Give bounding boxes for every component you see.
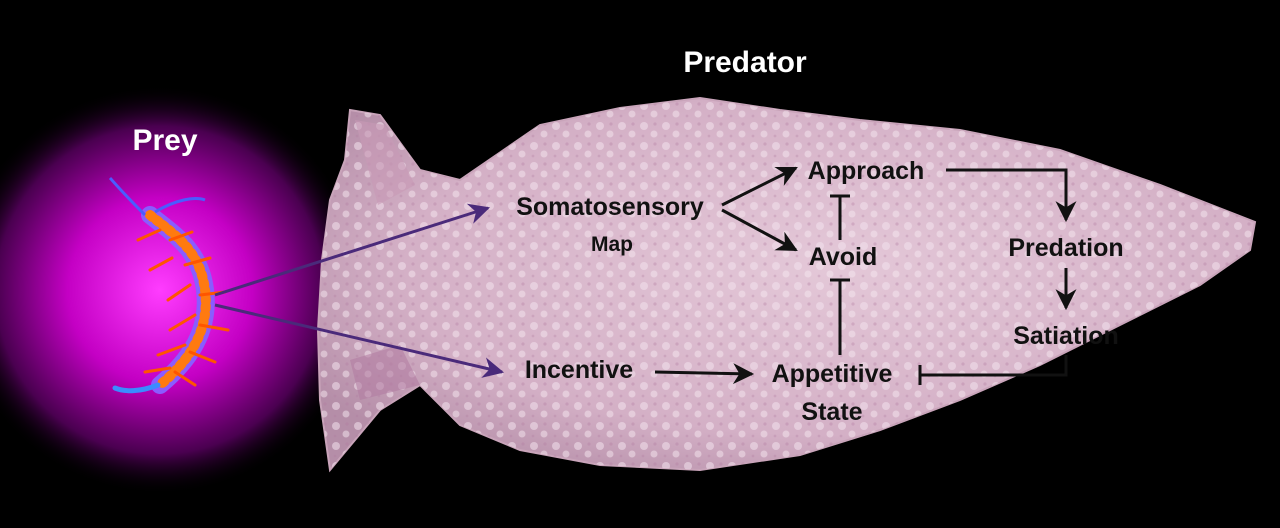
approach-to-predation-arrow — [946, 168, 1077, 223]
node-predation: Predation — [1008, 234, 1123, 262]
node-map: Map — [591, 233, 633, 256]
node-approach: Approach — [808, 157, 925, 185]
predator-label: Predator — [683, 46, 807, 79]
prey-to-map-arrow — [214, 203, 491, 297]
prey-label: Prey — [132, 124, 197, 157]
node-incentive: Incentive — [525, 356, 633, 384]
prey-to-incentive-arrow — [214, 303, 505, 378]
node-avoid: Avoid — [809, 243, 878, 271]
map-to-avoid-arrow — [721, 208, 798, 252]
node-satiation: Satiation — [1013, 322, 1119, 350]
node-state: State — [801, 398, 862, 426]
node-appetitive: Appetitive — [772, 360, 893, 388]
node-somatosensory: Somatosensory — [516, 193, 704, 221]
incentive-to-appetitive-arrow — [654, 363, 755, 385]
internal-connections — [654, 166, 1077, 385]
predator-body — [316, 96, 1257, 473]
map-to-approach-arrow — [721, 166, 798, 207]
satiation-inhibits-appetitive — [920, 355, 1068, 377]
